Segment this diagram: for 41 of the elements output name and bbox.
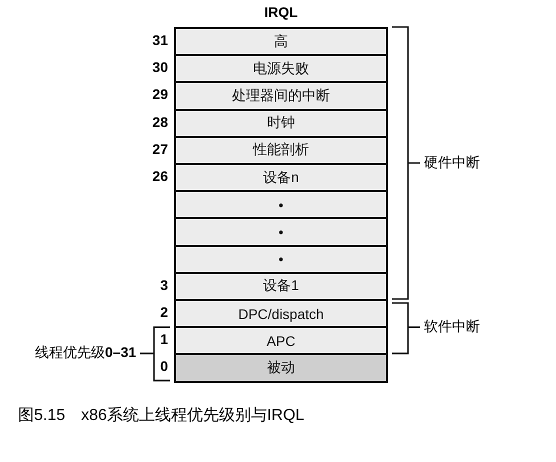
level-row xyxy=(174,217,388,247)
level-text: • xyxy=(278,224,284,240)
level-number: 0 xyxy=(159,358,168,374)
level-text: 处理器间的中断 xyxy=(232,86,330,105)
level-text: • xyxy=(278,251,284,268)
figure-caption: 图5.15 x86系统上线程优先级别与IRQL xyxy=(18,406,304,426)
level-text: 高 xyxy=(274,32,288,51)
title: IRQL xyxy=(263,4,299,20)
level-text: 设备n xyxy=(263,168,299,187)
level-row xyxy=(174,353,388,383)
level-text: 设备1 xyxy=(263,277,299,296)
bracket-label: 线程优先级0–31 xyxy=(35,344,136,362)
level-text: 时钟 xyxy=(267,114,295,132)
level-text: DPC/dispatch xyxy=(238,306,324,322)
level-number: 26 xyxy=(151,168,168,184)
level-row xyxy=(174,244,388,274)
level-number: 1 xyxy=(159,331,168,348)
level-number: 2 xyxy=(159,304,168,320)
bracket-label: 硬件中断 xyxy=(424,154,480,172)
level-number: 28 xyxy=(151,114,168,130)
level-row xyxy=(174,136,388,165)
level-row xyxy=(174,190,388,220)
level-row xyxy=(174,108,388,138)
level-number: 3 xyxy=(159,276,168,293)
level-text: 被动 xyxy=(267,358,295,377)
level-number: 27 xyxy=(151,140,168,157)
level-row xyxy=(174,163,388,192)
level-text: 性能剖析 xyxy=(253,141,309,160)
level-row xyxy=(174,54,388,84)
level-row xyxy=(174,81,388,111)
level-text: 电源失败 xyxy=(253,60,309,78)
level-row xyxy=(174,299,388,328)
level-row xyxy=(174,326,388,356)
level-text: • xyxy=(278,196,284,213)
level-number: 29 xyxy=(151,86,168,102)
level-text: APC xyxy=(266,332,296,349)
level-row xyxy=(174,272,388,301)
level-number: 31 xyxy=(151,32,168,48)
bracket-label: 软件中断 xyxy=(424,318,480,336)
level-number: 30 xyxy=(151,59,168,76)
level-row xyxy=(174,27,388,56)
